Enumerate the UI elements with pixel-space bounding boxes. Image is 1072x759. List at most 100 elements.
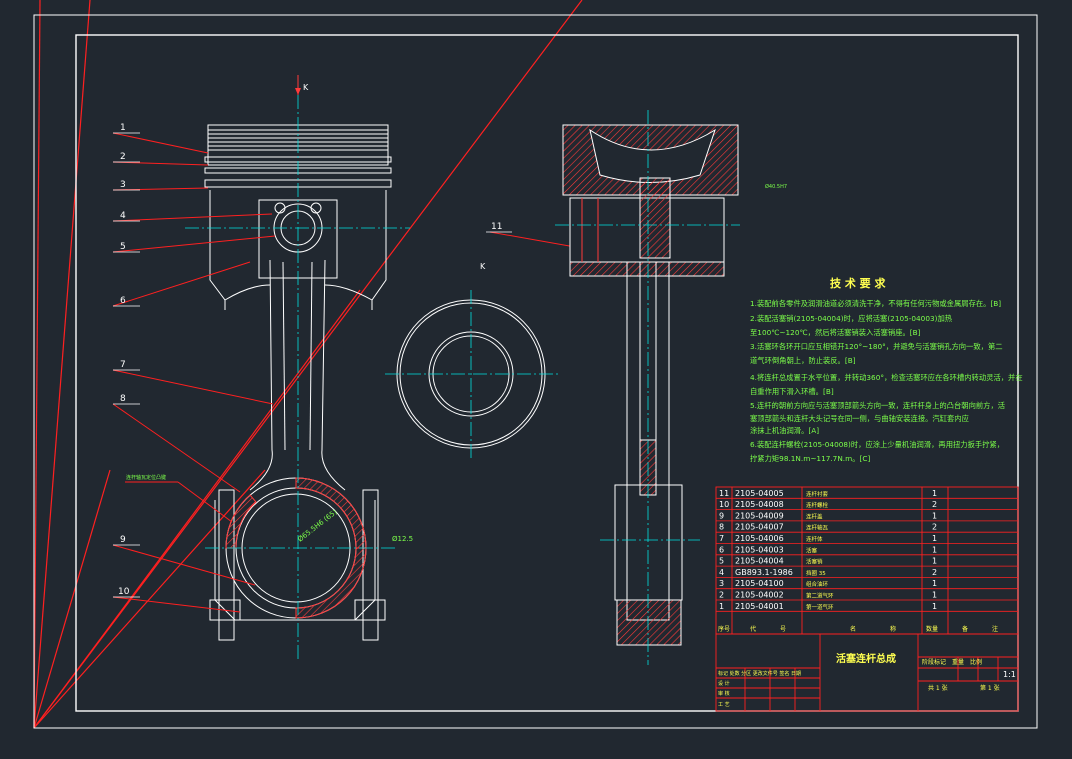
- tech-req-title: 技 术 要 求: [830, 276, 886, 290]
- tech-req-line-12: 拧紧力矩98.1N.m~117.7N.m。[C]: [750, 454, 870, 463]
- parts-row-name: 组合油环: [806, 580, 829, 588]
- left-hatch-section: [225, 494, 257, 549]
- parts-row-code: 2105-04100: [735, 579, 784, 588]
- top-view-centerlines: [385, 290, 560, 460]
- parts-row-code: 2105-04002: [735, 591, 784, 600]
- tech-req-line-2: 2.装配活塞销(2105-04004)时，应将活塞(2105-04003)加热: [750, 314, 953, 323]
- side-section: [562, 124, 739, 646]
- parts-row-qty: 2: [932, 523, 937, 532]
- dim-width: Ø12.5: [392, 535, 413, 543]
- sign-row-design: 设 计: [718, 680, 730, 687]
- dim-pin-bore: Ø40.5H7: [765, 183, 787, 190]
- tech-req-line-1: 1.装配前各零件及润滑油道必须清洗干净，不得有任何污物或金属屑存在。[B]: [750, 299, 1001, 308]
- sign-rows: 标记 处数 分区 更改文件号 签名 日期 设 计 审 核 工 艺: [718, 670, 801, 708]
- parts-row-no: 6: [719, 545, 724, 554]
- parts-row-name: 活塞: [806, 546, 818, 554]
- sheet-number: 第 1 张: [980, 684, 1000, 692]
- parts-header-cell: 代: [750, 625, 756, 633]
- side-centerlines: [555, 110, 740, 665]
- parts-row-name: 活塞销: [806, 558, 823, 566]
- tech-req-line-5: 道气环倒角朝上，防止装反。[B]: [750, 356, 856, 365]
- view-arrow-top: [295, 75, 301, 95]
- balloon-6: 6: [120, 296, 126, 306]
- sign-row-process: 工 艺: [718, 702, 730, 708]
- tech-req-line-7: 自重作用下滑入环槽。[B]: [750, 387, 834, 396]
- parts-row-no: 2: [719, 591, 724, 600]
- parts-row-qty: 1: [932, 489, 937, 498]
- parts-header-cell: 备: [962, 625, 968, 633]
- parts-header-cell: 数量: [926, 625, 938, 633]
- parts-row-code: 2105-04008: [735, 500, 784, 509]
- parts-row-qty: 1: [932, 511, 937, 520]
- balloon-10: 10: [118, 587, 130, 597]
- note-left: 连杆轴瓦定位凸键: [126, 474, 166, 481]
- front-centerlines: [185, 95, 410, 660]
- parts-row-no: 8: [719, 523, 724, 532]
- parts-row-no: 7: [719, 534, 724, 543]
- parts-row-code: GB893.1-1986: [735, 568, 793, 577]
- parts-row-name: 挡圈 35: [806, 569, 826, 577]
- scale-headers: 阶段标记重量比例: [922, 658, 982, 666]
- parts-row-name: 连杆盖: [806, 512, 823, 520]
- parts-row-name: 连杆衬套: [806, 490, 829, 498]
- parts-row-qty: 1: [932, 557, 937, 566]
- parts-row-qty: 2: [932, 500, 937, 509]
- parts-header-cell: 序号: [718, 625, 730, 633]
- parts-row-name: 连杆体: [806, 535, 823, 543]
- parts-row-no: 9: [719, 511, 724, 520]
- parts-header-cell: 号: [780, 626, 786, 633]
- tech-req-line-6: 4.将连杆总成置于水平位置，并转动360°，检查活塞环应在各环槽内转动灵活，并在: [750, 373, 1023, 382]
- parts-row-no: 10: [719, 500, 729, 509]
- balloon-9: 9: [120, 535, 126, 545]
- balloon-7: 7: [120, 360, 126, 370]
- sign-row-header: 标记 处数 分区 更改文件号 签名 日期: [718, 670, 801, 677]
- parts-row-code: 2105-04005: [735, 489, 784, 498]
- parts-row-qty: 1: [932, 534, 937, 543]
- scale-value: 1:1: [1003, 670, 1016, 679]
- balloon-5: 5: [120, 242, 126, 252]
- parts-row-code: 2105-04004: [735, 557, 784, 566]
- view-label-k-section: K: [480, 262, 486, 271]
- balloon-leaders: [112, 132, 661, 613]
- parts-row-qty: 2: [932, 568, 937, 577]
- parts-row-code: 2105-04001: [735, 602, 784, 611]
- construction-lines: [33, 0, 583, 729]
- parts-row-name: 连杆轴瓦: [806, 524, 829, 532]
- parts-row-name: 第二道气环: [806, 592, 834, 600]
- tech-req-line-4: 3.活塞环各环开口应互相错开120°~180°，并避免与活塞销孔方向一致，第二: [750, 342, 1003, 351]
- tech-req-line-11: 6.装配连杆螺栓(2105-04008)时，应涂上少量机油润滑，再用扭力扳手拧紧…: [750, 440, 1004, 449]
- parts-row-no: 5: [719, 557, 724, 566]
- balloon-4: 4: [120, 211, 126, 221]
- title-block-grid: [715, 633, 1019, 712]
- balloon-8: 8: [120, 394, 126, 404]
- parts-row-qty: 1: [932, 579, 937, 588]
- view-label-k-top: K: [303, 83, 309, 92]
- parts-row-code: 2105-04006: [735, 534, 784, 543]
- tech-req-line-9: 塞顶部箭头和连杆大头记号在同一侧，与曲轴安装连接。汽缸套内应: [750, 414, 969, 423]
- parts-header-cell: 称: [890, 625, 896, 633]
- tech-req-line-10: 涂抹上机油润滑。[A]: [750, 426, 819, 435]
- balloon-3: 3: [120, 180, 126, 190]
- parts-row-code: 2105-04009: [735, 511, 784, 520]
- parts-row-no: 4: [719, 568, 724, 577]
- balloon-1: 1: [120, 123, 126, 133]
- tech-req-line-8: 5.连杆的朝前方向应与活塞顶部箭头方向一致，连杆杆身上的凸台朝向前方，活: [750, 401, 1005, 410]
- sheet-count: 共 1 张: [928, 684, 948, 692]
- inner-border: [75, 34, 1019, 712]
- parts-row-no: 1: [719, 602, 724, 611]
- tech-req-lines: 1.装配前各零件及润滑油道必须清洗干净，不得有任何污物或金属屑存在。[B] 2.…: [750, 299, 1023, 463]
- outer-border: [33, 14, 1038, 729]
- parts-row-qty: 1: [932, 545, 937, 554]
- parts-row-no: 11: [719, 489, 729, 498]
- balloon-underlines: [113, 132, 512, 598]
- parts-row-qty: 1: [932, 602, 937, 611]
- parts-row-qty: 1: [932, 591, 937, 600]
- balloon-11: 11: [491, 222, 502, 232]
- parts-row-code: 2105-04003: [735, 545, 784, 554]
- balloon-numbers: 1 2 3 4 5 6 7 8 9 10 11: [118, 123, 502, 597]
- dim-big-end: Ø65.5H6 (65): [296, 508, 338, 544]
- parts-row-no: 3: [719, 579, 724, 588]
- drawing-title: 活塞连杆总成: [836, 652, 896, 665]
